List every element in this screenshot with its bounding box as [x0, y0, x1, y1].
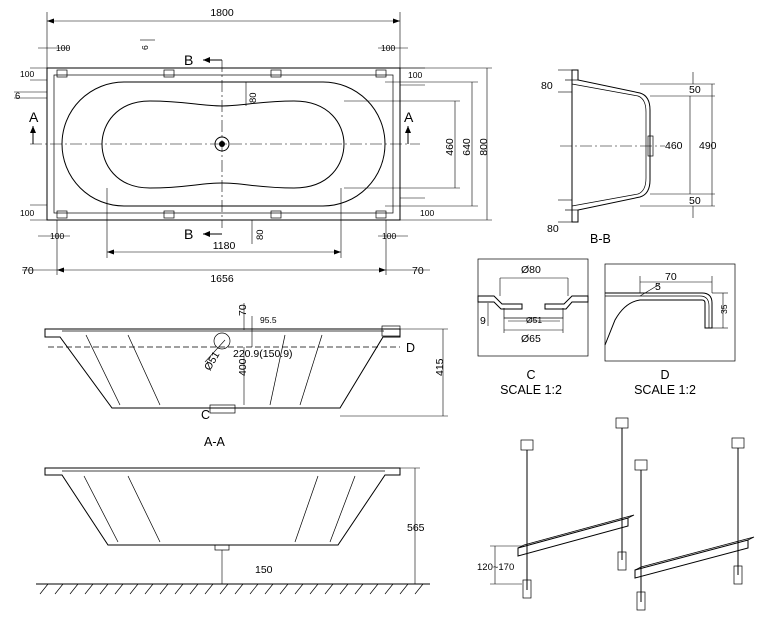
dim-inner-width: 460	[444, 138, 456, 156]
section-mark-b-top: B	[184, 52, 193, 68]
dim-bottom-right-100: 100	[382, 231, 396, 241]
side-dim-height: 565	[407, 522, 425, 534]
c-dim-thickness: 9	[480, 315, 486, 327]
dim-overall-length: 1800	[210, 7, 234, 19]
c-scale: SCALE 1:2	[500, 383, 562, 397]
c-title: C	[526, 368, 535, 382]
dim-base-length: 1656	[210, 273, 234, 285]
aa-dim-drain-pos: 220.9(150.9)	[233, 348, 293, 360]
dim-right-100-b: 100	[420, 208, 434, 218]
d-scale: SCALE 1:2	[634, 383, 696, 397]
c-dim-outer-dia: Ø80	[521, 264, 541, 276]
top-view: 1800 100 6 100 B B	[14, 7, 492, 285]
dim-waist-80-top: 80	[248, 92, 259, 103]
detail-c: Ø80 Ø51 Ø65 9 C SCALE 1:2	[477, 258, 589, 397]
legs-illustration: 120~170	[477, 417, 755, 611]
legs-dim-adjust-range: 120~170	[477, 562, 514, 573]
side-view: 150 565	[36, 467, 430, 595]
section-mark-a-left: A	[29, 109, 39, 125]
side-dim-clearance: 150	[255, 564, 273, 576]
dim-end-70-right: 70	[412, 265, 424, 277]
section-mark-a-right: A	[404, 109, 414, 125]
aa-dim-drain-dia: Ø51	[202, 349, 222, 372]
d-dim-height: 35	[719, 304, 729, 314]
dim-left-100-a: 100	[20, 69, 34, 79]
dim-left-100-b: 100	[20, 208, 34, 218]
bb-dim-top-80: 80	[541, 80, 553, 92]
dim-top-right-100: 100	[381, 43, 395, 53]
aa-dim-depth-total: 415	[434, 358, 446, 376]
section-mark-b-bottom: B	[184, 226, 193, 242]
d-title: D	[660, 368, 669, 382]
dim-right-100-a: 100	[408, 70, 422, 80]
aa-dim-depth-inner: 400	[237, 358, 249, 376]
dim-inner-length: 1180	[213, 240, 236, 252]
aa-dim-offset: 95.5	[260, 315, 277, 325]
aa-detail-d-mark: D	[406, 341, 415, 355]
dim-rim-6-top: 6	[140, 45, 150, 50]
d-dim-width: 70	[665, 271, 677, 283]
aa-detail-c-mark: C	[201, 408, 210, 422]
dim-end-70-left: 70	[22, 265, 34, 277]
d-dim-radius: 5	[655, 281, 661, 293]
detail-d: 70 5 35 D SCALE 1:2	[604, 263, 736, 397]
section-bb: 80 80 50 50 460 490 B-B	[541, 69, 717, 246]
dim-mid-width: 640	[461, 138, 473, 156]
dim-waist-80-bottom: 80	[255, 229, 266, 240]
bb-label: B-B	[590, 232, 611, 246]
aa-dim-rim: 70	[237, 304, 249, 316]
bb-dim-bottom-50: 50	[689, 195, 701, 207]
bb-dim-top-50: 50	[689, 84, 701, 96]
dim-rim-6-left: 6	[15, 91, 20, 102]
bb-dim-outer: 490	[699, 140, 717, 152]
dim-top-left-100: 100	[56, 43, 70, 53]
c-dim-mid-dia: Ø51	[526, 315, 542, 325]
aa-label: A-A	[204, 435, 226, 449]
section-aa: 70 95.5 Ø51 220.9(150.9) 400 415 D C A-A	[44, 303, 448, 449]
bb-dim-bottom-80: 80	[547, 223, 559, 235]
bb-dim-inner: 460	[665, 140, 683, 152]
c-dim-inner-dia: Ø65	[521, 333, 541, 345]
dim-overall-width: 800	[478, 138, 490, 156]
